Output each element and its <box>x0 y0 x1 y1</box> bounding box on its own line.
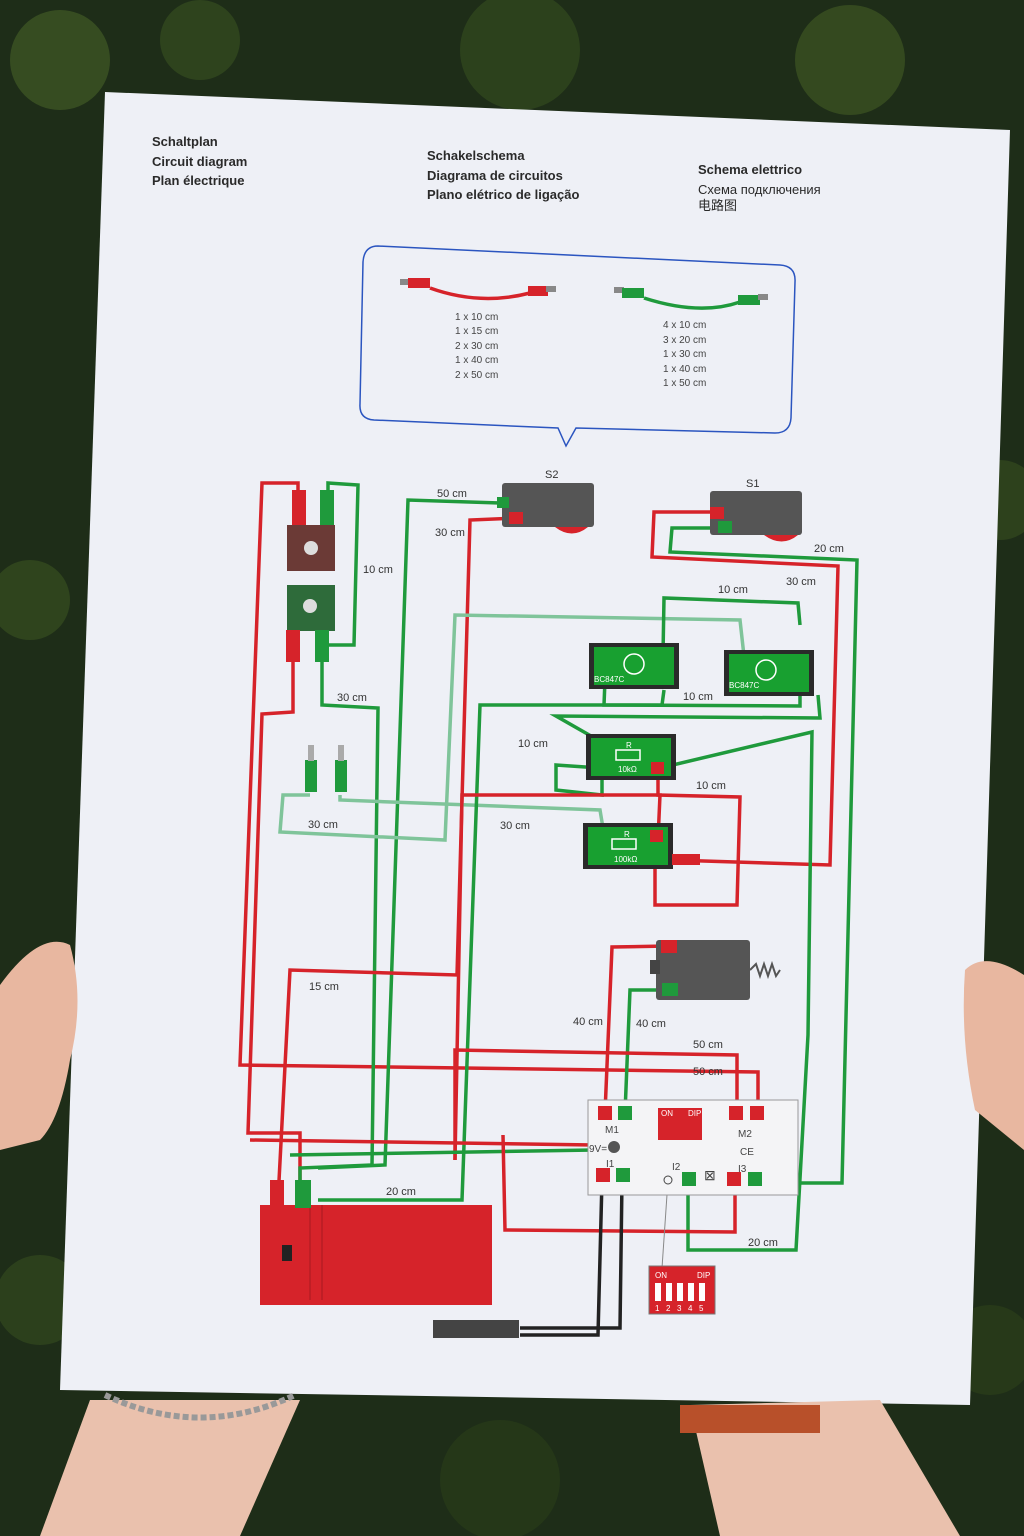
controller-board: M1 M2 I1 I2 I3 CE 9V= ⊠ ON DIP <box>587 1099 799 1196</box>
dip-detail-label: DIP <box>697 1271 710 1280</box>
wire-label: 20 cm <box>748 1237 778 1249</box>
cable-item: 4 x 10 cm <box>663 320 706 331</box>
dip-number: 2 <box>666 1304 671 1313</box>
resistor-1-symbol: R <box>626 741 632 750</box>
left-hand <box>0 941 78 1150</box>
wire-label: 15 cm <box>309 981 339 993</box>
wire-label: 20 cm <box>386 1186 416 1198</box>
wire-label: 30 cm <box>435 527 465 539</box>
recycle-bin-icon: ⊠ <box>704 1167 716 1183</box>
dip-label: DIP <box>688 1109 701 1118</box>
switch-s1: S1 <box>710 478 802 542</box>
voltage-label: 9V= <box>589 1144 607 1155</box>
title-en: Circuit diagram <box>152 154 247 169</box>
cable-item: 1 x 50 cm <box>663 378 706 389</box>
cable-item: 1 x 15 cm <box>455 326 498 337</box>
woven-bracelet <box>680 1405 820 1433</box>
resistor-2-value: 100kΩ <box>614 855 637 864</box>
wire-label: 10 cm <box>683 691 713 703</box>
resistor-2-symbol: R <box>624 830 630 839</box>
wire-label: 40 cm <box>636 1018 666 1030</box>
i1-label: I1 <box>606 1159 615 1170</box>
title-nl: Schakelschema <box>427 148 525 163</box>
sensor-probe <box>433 1320 519 1338</box>
wire-label: 10 cm <box>718 584 748 596</box>
green-cable-list: 4 x 10 cm 3 x 20 cm 1 x 30 cm 1 x 40 cm … <box>663 320 706 389</box>
red-led-block <box>287 490 335 571</box>
cable-item: 1 x 10 cm <box>455 312 498 323</box>
left-wrist <box>40 1400 300 1536</box>
resistor-100k: R 100kΩ <box>583 823 700 869</box>
sensor-pins <box>305 745 347 792</box>
transistor-2: BC847C <box>724 650 814 696</box>
motor <box>650 940 781 1000</box>
wire-label: 50 cm <box>693 1066 723 1078</box>
wires <box>238 481 859 1337</box>
wire-label: 10 cm <box>696 780 726 792</box>
header-left: Schaltplan Circuit diagram Plan électriq… <box>152 134 247 188</box>
i3-label: I3 <box>738 1164 747 1175</box>
wire-label: 40 cm <box>573 1016 603 1028</box>
battery-box <box>260 1180 492 1305</box>
header-center: Schakelschema Diagrama de circuitos Plan… <box>427 148 579 202</box>
dip-detail-on: ON <box>655 1271 667 1280</box>
transistor-1: BC847C <box>589 643 679 689</box>
dip-switch-detail: ON DIP 1 2 3 4 5 <box>648 1265 716 1315</box>
wire-label: 50 cm <box>693 1039 723 1051</box>
m1-label: M1 <box>605 1125 619 1136</box>
s2-label: S2 <box>545 469 558 481</box>
green-cable-icon <box>614 287 768 310</box>
red-cable-icon <box>400 278 556 301</box>
dip-number: 1 <box>655 1304 660 1313</box>
wire-labels: 50 cm 30 cm 20 cm 30 cm 10 cm 10 cm 10 c… <box>308 488 844 1249</box>
dip-on-label: ON <box>661 1109 673 1118</box>
title-es: Diagrama de circuitos <box>427 168 563 183</box>
wire-label: 50 cm <box>437 488 467 500</box>
transistor-2-label: BC847C <box>729 681 759 690</box>
cable-item: 1 x 30 cm <box>663 349 706 360</box>
right-hand <box>963 961 1024 1150</box>
title-de: Schaltplan <box>152 134 218 149</box>
wire-label: 20 cm <box>814 543 844 555</box>
chain-bracelet <box>103 1392 297 1421</box>
transistor-1-label: BC847C <box>594 675 624 684</box>
right-wrist <box>690 1400 960 1536</box>
header-right: Schema elettrico Схема подключения 电路图 <box>698 162 821 213</box>
dip-number: 4 <box>688 1304 693 1313</box>
cable-item: 3 x 20 cm <box>663 335 706 346</box>
cable-item: 1 x 40 cm <box>455 355 498 366</box>
title-zh: 电路图 <box>698 198 737 213</box>
green-led-block <box>286 585 335 662</box>
ce-mark: CE <box>740 1147 754 1158</box>
wire-label: 30 cm <box>308 819 338 831</box>
title-it: Schema elettrico <box>698 162 802 177</box>
switch-s2: S2 <box>497 469 594 534</box>
resistor-1-value: 10kΩ <box>618 765 637 774</box>
cable-item: 2 x 30 cm <box>455 341 498 352</box>
paper-sheet <box>60 92 1010 1405</box>
wire-label: 10 cm <box>518 738 548 750</box>
i2-label: I2 <box>672 1162 681 1173</box>
title-pt: Plano elétrico de ligação <box>427 187 579 202</box>
s1-label: S1 <box>746 478 759 490</box>
wire-label: 30 cm <box>337 692 367 704</box>
wire-label: 30 cm <box>500 820 530 832</box>
cable-callout <box>359 245 796 448</box>
title-fr: Plan électrique <box>152 173 244 188</box>
wire-label: 30 cm <box>786 576 816 588</box>
red-cable-list: 1 x 10 cm 1 x 15 cm 2 x 30 cm 1 x 40 cm … <box>455 312 498 381</box>
cable-item: 1 x 40 cm <box>663 364 706 375</box>
wire-label: 10 cm <box>363 564 393 576</box>
dip-number: 3 <box>677 1304 682 1313</box>
dip-number: 5 <box>699 1304 704 1313</box>
title-ru: Схема подключения <box>698 182 821 197</box>
m2-label: M2 <box>738 1129 752 1140</box>
cable-item: 2 x 50 cm <box>455 370 498 381</box>
resistor-10k: R 10kΩ <box>586 734 676 780</box>
